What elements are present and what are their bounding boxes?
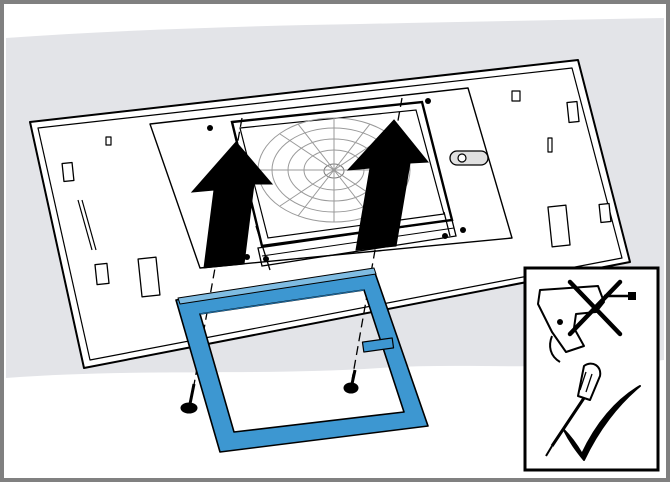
tool-panel [523,266,660,472]
checkmark-icon [563,385,641,461]
lift-arrow-icon-left [190,141,274,269]
screw-icon-left [180,383,198,414]
lift-arrow-icon-right [346,119,430,251]
mounting-bracket [175,267,429,453]
screwdriver-icon [545,362,602,457]
cross-icon [567,279,623,337]
screw-icon-right [343,369,359,394]
